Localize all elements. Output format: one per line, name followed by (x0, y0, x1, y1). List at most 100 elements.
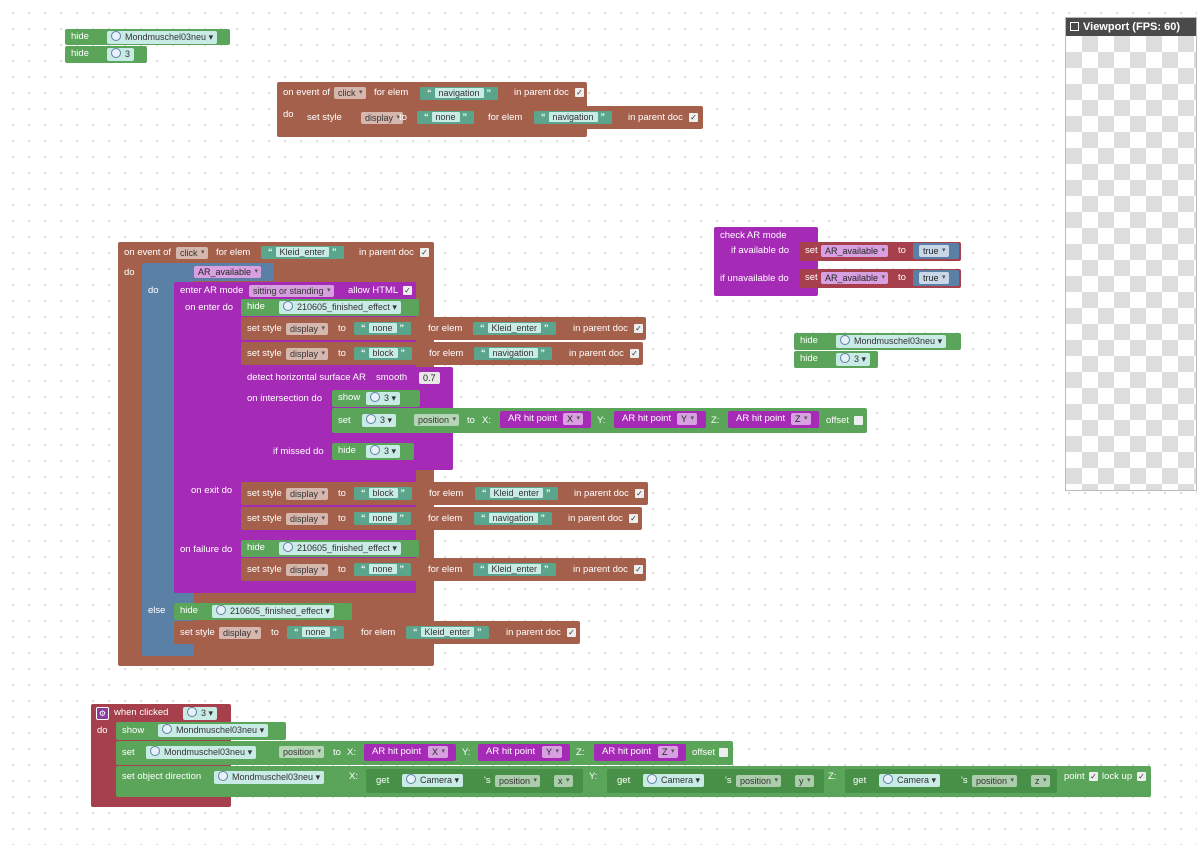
get-camera-z[interactable]: get Camera ▾ 's position z (845, 769, 1057, 793)
object-selector[interactable]: 210605_finished_effect ▾ (279, 542, 401, 555)
x-label: X: (482, 415, 491, 426)
ar-mode-dropdown[interactable]: sitting or standing (249, 285, 334, 297)
object-selector[interactable]: Mondmuschel03neu ▾ (158, 724, 269, 737)
offset-checkbox[interactable] (719, 748, 728, 757)
set-style-none-kleid-else[interactable]: set style display to “none” for elem “Kl… (174, 621, 580, 644)
string-kleid-enter[interactable]: “Kleid_enter” (406, 626, 489, 639)
parent-doc-checkbox[interactable]: ✓ (689, 113, 698, 122)
string-navigation[interactable]: “navigation” (474, 347, 553, 360)
event-dropdown[interactable]: click (334, 87, 366, 99)
property-dropdown[interactable]: position (279, 746, 325, 758)
gear-icon[interactable]: ⚙ (96, 707, 109, 720)
parent-doc-checkbox[interactable]: ✓ (635, 489, 644, 498)
string-navigation[interactable]: “navigation” (474, 512, 553, 525)
set-position-mondmuschel[interactable]: set Mondmuschel03neu ▾ position to X: AR… (116, 741, 733, 765)
string-navigation[interactable]: “navigation” (420, 87, 499, 100)
get-camera-x[interactable]: get Camera ▾ 's position x (366, 769, 583, 793)
set-style-block-kleid[interactable]: set style display to “block” for elem “K… (241, 482, 648, 505)
point-checkbox[interactable]: ✓ (1089, 772, 1098, 781)
hide-block-mondmuschel[interactable]: hide Mondmuschel03neu ▾ (65, 29, 230, 45)
parent-doc-checkbox[interactable]: ✓ (567, 628, 576, 637)
style-dropdown[interactable]: display (286, 348, 329, 360)
hide-3-block[interactable]: hide 3 ▾ (332, 443, 414, 460)
string-block[interactable]: “block” (354, 347, 413, 360)
object-selector[interactable]: Mondmuschel03neu ▾ (836, 335, 947, 348)
object-selector[interactable]: 3 ▾ (362, 414, 397, 427)
object-selector[interactable]: 3 ▾ (366, 392, 401, 405)
variable-dropdown[interactable]: AR_available (821, 245, 889, 257)
string-none[interactable]: “none” (417, 111, 475, 124)
object-selector[interactable]: 210605_finished_effect ▾ (279, 301, 401, 314)
style-dropdown[interactable]: display (286, 564, 329, 576)
set-object-direction[interactable]: set object direction Mondmuschel03neu ▾ … (116, 766, 1151, 797)
object-selector[interactable]: Mondmuschel03neu ▾ (214, 771, 325, 784)
allow-html-checkbox[interactable]: ✓ (403, 286, 412, 295)
viewport-panel[interactable]: Viewport (FPS: 60) (1065, 17, 1197, 491)
show-3-block[interactable]: show 3 ▾ (332, 390, 420, 407)
set-style-display-none-navigation[interactable]: set style display to “none” for elem “na… (301, 106, 703, 129)
ar-available-variable[interactable]: AR_available (194, 266, 262, 278)
string-kleid-enter[interactable]: “Kleid_enter” (473, 563, 556, 576)
string-block[interactable]: “block” (354, 487, 413, 500)
pause-icon[interactable] (1070, 22, 1079, 31)
style-dropdown[interactable]: display (286, 513, 329, 525)
hide-block-3-right[interactable]: hide 3 ▾ (794, 351, 878, 368)
style-dropdown[interactable]: display (219, 627, 262, 639)
string-none[interactable]: “none” (287, 626, 345, 639)
parent-doc-checkbox[interactable]: ✓ (629, 514, 638, 523)
property-dropdown[interactable]: position (414, 414, 460, 426)
boolean-block[interactable]: true (913, 243, 959, 259)
object-selector[interactable]: 3 ▾ (836, 353, 871, 366)
string-kleid-enter[interactable]: “Kleid_enter” (261, 246, 344, 259)
lock-up-checkbox[interactable]: ✓ (1137, 772, 1146, 781)
event-dropdown[interactable]: click (176, 247, 208, 259)
hide-block-mondmuschel-right[interactable]: hide Mondmuschel03neu ▾ (794, 333, 961, 350)
to-label: to (271, 627, 279, 638)
hide-finished-effect-failure[interactable]: hide 210605_finished_effect ▾ (241, 540, 419, 557)
boolean-block[interactable]: true (913, 270, 959, 286)
parent-doc-checkbox[interactable]: ✓ (634, 324, 643, 333)
style-dropdown[interactable]: display (361, 112, 404, 124)
style-dropdown[interactable]: display (286, 323, 329, 335)
smooth-value[interactable]: 0.7 (419, 372, 440, 384)
object-selector[interactable]: Mondmuschel03neu ▾ (107, 31, 218, 44)
style-dropdown[interactable]: display (286, 488, 329, 500)
show-mondmuschel-block[interactable]: show Mondmuschel03neu ▾ (116, 722, 286, 740)
offset-checkbox[interactable] (854, 416, 863, 425)
string-kleid-enter[interactable]: “Kleid_enter” (475, 487, 558, 500)
object-selector[interactable]: 3 (107, 48, 135, 61)
set-ar-available-true-2[interactable]: set AR_available to true (799, 269, 961, 288)
string-none[interactable]: “none” (354, 512, 412, 525)
object-selector[interactable]: 210605_finished_effect ▾ (212, 605, 334, 618)
hide-finished-effect[interactable]: hide 210605_finished_effect ▾ (241, 299, 419, 316)
allow-html-label: allow HTML (348, 285, 399, 296)
string-navigation[interactable]: “navigation” (534, 111, 613, 124)
set-ar-available-true-1[interactable]: set AR_available to true (799, 242, 961, 261)
parent-doc-checkbox[interactable]: ✓ (634, 565, 643, 574)
string-none[interactable]: “none” (354, 322, 412, 335)
set-style-none-kleid[interactable]: set style display to “none” for elem “Kl… (241, 317, 646, 340)
viewport-titlebar[interactable]: Viewport (FPS: 60) (1066, 18, 1196, 36)
hide-finished-effect-else[interactable]: hide 210605_finished_effect ▾ (174, 603, 352, 620)
hide-block-3[interactable]: hide 3 (65, 46, 147, 63)
variable-dropdown[interactable]: AR_available (821, 272, 889, 284)
set-style-none-kleid-failure[interactable]: set style display to “none” for elem “Kl… (241, 558, 646, 581)
string-kleid-enter[interactable]: “Kleid_enter” (473, 322, 556, 335)
object-selector[interactable]: Mondmuschel03neu ▾ (146, 746, 257, 759)
parent-doc-checkbox[interactable]: ✓ (630, 349, 639, 358)
get-camera-y[interactable]: get Camera ▾ 's position y (607, 769, 824, 793)
object-selector[interactable]: 3 ▾ (366, 445, 401, 458)
set-style-none-navigation[interactable]: set style display to “none” for elem “na… (241, 507, 642, 530)
parent-doc-checkbox[interactable]: ✓ (420, 248, 429, 257)
object-selector[interactable]: 3 ▾ (183, 707, 218, 720)
parent-doc-checkbox[interactable]: ✓ (575, 88, 584, 97)
set-style-block-navigation[interactable]: set style display to “block” for elem “n… (241, 342, 643, 365)
string-none[interactable]: “none” (354, 563, 412, 576)
